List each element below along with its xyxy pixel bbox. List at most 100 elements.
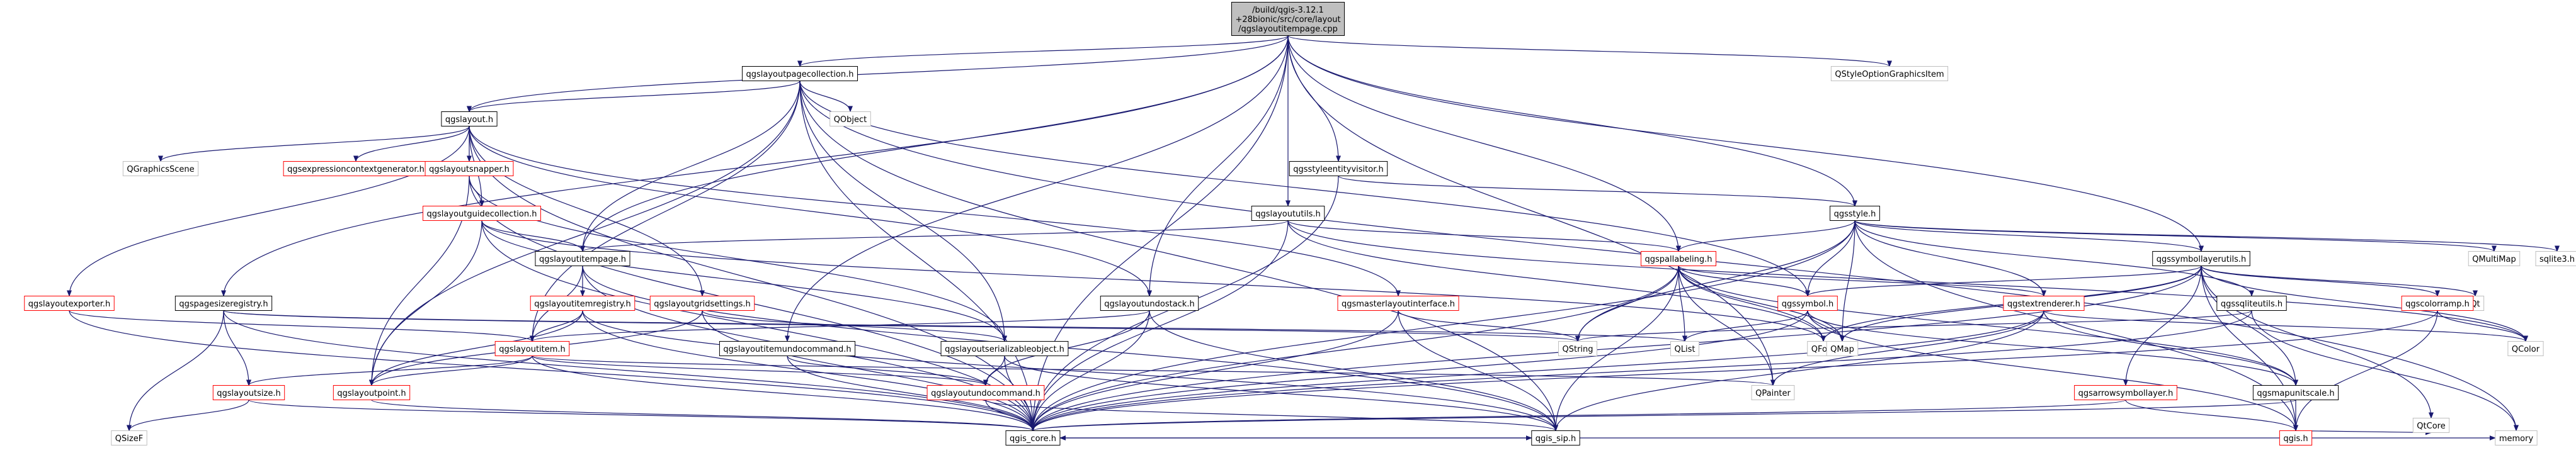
- node-layoutpoint[interactable]: qgslayoutpoint.h: [333, 385, 411, 400]
- node-label: qgis_core.h: [1010, 434, 1056, 444]
- node-label: qgslayoutpoint.h: [337, 389, 406, 398]
- edge-pagesizereg-to-qgiscore: [223, 310, 1035, 432]
- node-label: QList: [1675, 345, 1695, 354]
- edge-undostack-to-layoutitem: [530, 310, 1150, 342]
- node-qgiscore[interactable]: qgis_core.h: [1005, 430, 1061, 445]
- edge-style-to-symbol: [1805, 220, 1855, 297]
- edge-masteriface-to-qstring: [1398, 310, 1580, 342]
- node-label: qgslayoutundocommand.h: [931, 389, 1040, 398]
- node-exporter[interactable]: qgslayoutexporter.h: [24, 296, 115, 311]
- edge-textrenderer-to-qcolor: [2043, 310, 2528, 342]
- node-layout[interactable]: qgslayout.h: [441, 111, 498, 126]
- node-layoututils[interactable]: qgslayoututils.h: [1251, 206, 1325, 221]
- node-label: QGraphicsScene: [127, 165, 194, 174]
- edge-pagecoll-to-qgissip: [799, 81, 1558, 432]
- node-qgissip[interactable]: qgis_sip.h: [1531, 430, 1580, 445]
- node-qstring: QString: [1558, 341, 1598, 356]
- edge-layoututils-to-itempage: [580, 220, 1289, 252]
- node-serializable[interactable]: qgslayoutserializableobject.h: [940, 341, 1069, 356]
- node-label: memory: [2499, 434, 2534, 444]
- edge-pagecoll-to-itempage: [580, 81, 801, 252]
- node-symbollayerutils[interactable]: qgssymbollayerutils.h: [2152, 251, 2250, 266]
- node-guidecoll[interactable]: qgslayoutguidecollection.h: [423, 206, 541, 221]
- edge-pagesizereg-to-layoutsize: [223, 310, 251, 386]
- edge-colorramp-to-qgish: [2293, 310, 2438, 432]
- edge-exporter-to-layoutitem: [69, 310, 535, 342]
- node-undocommand[interactable]: qgslayoutundocommand.h: [926, 385, 1045, 400]
- edge-root-to-itempage: [580, 35, 1289, 252]
- node-root[interactable]: /build/qgis-3.12.1+28bionic/src/core/lay…: [1231, 2, 1345, 36]
- edge-pallabeling-to-textrenderer: [1678, 265, 2046, 297]
- node-mapunitscale[interactable]: qgsmapunitscale.h: [2252, 385, 2339, 400]
- node-pagecoll[interactable]: qgslayoutpagecollection.h: [741, 66, 858, 81]
- edge-layout-to-qgiscore: [469, 126, 1035, 432]
- edge-symbol-to-qgish: [1807, 310, 2298, 432]
- node-entityvis[interactable]: qgsstyleentityvisitor.h: [1289, 161, 1388, 176]
- edge-layoutitem-to-qpainter: [532, 355, 1775, 386]
- edge-symbollayerutils-to-qgiscore: [1030, 266, 2202, 432]
- node-gridsettings[interactable]: qgslayoutgridsettings.h: [649, 296, 755, 311]
- edge-serializable-to-undocommand: [983, 356, 1005, 386]
- edge-root-to-layout: [467, 35, 1289, 113]
- edge-guidecoll-to-qfont: [481, 220, 1826, 342]
- node-label: qgis.h: [2283, 434, 2308, 444]
- edge-layoutpoint-to-qgiscore: [371, 399, 1035, 432]
- node-qgish[interactable]: qgis.h: [2279, 430, 2313, 445]
- node-textrenderer[interactable]: qgstextrenderer.h: [2003, 296, 2085, 311]
- node-layoutitem[interactable]: qgslayoutitem.h: [494, 341, 570, 356]
- node-qlist: QList: [1670, 341, 1699, 356]
- edge-root-to-symbollayerutils: [1287, 35, 2204, 252]
- node-arrowsym[interactable]: qgsarrowsymbollayer.h: [2074, 385, 2177, 400]
- node-label: qgslayoutundostack.h: [1104, 300, 1194, 309]
- node-snapper[interactable]: qgslayoutsnapper.h: [425, 161, 514, 176]
- node-itemundocmd[interactable]: qgslayoutitemundocommand.h: [719, 341, 856, 356]
- node-symbol[interactable]: qgssymbol.h: [1777, 296, 1838, 311]
- edge-masteriface-to-qgissip: [1398, 310, 1558, 432]
- edge-pagecoll-to-qobject: [799, 81, 853, 113]
- node-label: QObject: [834, 115, 867, 125]
- node-exprgen[interactable]: qgsexpressioncontextgenerator.h: [283, 161, 429, 176]
- edge-pagesizereg-to-qstring: [223, 310, 1580, 342]
- node-colorramp[interactable]: qgscolorramp.h: [2401, 296, 2474, 311]
- edge-layout-to-exprgen: [353, 126, 470, 162]
- edge-style-to-sqliteutils: [1854, 220, 2254, 297]
- edge-root-to-pallabeling: [1287, 35, 1681, 252]
- node-qmap: QMap: [1826, 341, 1859, 356]
- edge-pallabeling-to-qgiscore: [1030, 266, 1679, 432]
- node-label: qgslayoutgridsettings.h: [654, 300, 751, 309]
- edge-itempage-to-qgissip: [582, 266, 1558, 432]
- edge-pallabeling-to-qstring: [1575, 266, 1679, 342]
- edge-layout-to-masteriface: [469, 126, 1401, 297]
- edge-pagecoll-to-serializable: [799, 81, 1007, 342]
- node-undostack[interactable]: qgslayoutundostack.h: [1100, 296, 1199, 311]
- node-label: qgslayoutpagecollection.h: [746, 70, 853, 79]
- node-label: qgslayoutitemregistry.h: [534, 300, 631, 309]
- node-label: qgslayoutguidecollection.h: [427, 210, 537, 219]
- node-pagesizereg[interactable]: qgspagesizeregistry.h: [174, 296, 273, 311]
- node-sqlite3: sqlite3.h: [2535, 251, 2576, 266]
- node-itemregistry[interactable]: qgslayoutitemregistry.h: [530, 296, 635, 311]
- node-label: /qgslayoutitempage.cpp: [1238, 25, 1338, 34]
- node-label: qgslayout.h: [445, 115, 493, 125]
- edge-style-to-qmap: [1840, 220, 1855, 342]
- edge-sqliteutils-to-memory: [2251, 310, 2519, 432]
- node-itempage[interactable]: qgslayoutitempage.h: [535, 251, 630, 266]
- edge-symbollayerutils-to-symbol: [1805, 265, 2202, 297]
- edge-pallabeling-to-qpainter: [1678, 266, 1775, 386]
- edge-pagecoll-to-qgiscore: [799, 81, 1035, 432]
- edge-root-to-pagecoll: [797, 35, 1289, 67]
- edge-pallabeling-to-qlist: [1678, 266, 1687, 342]
- edge-undocommand-to-qgiscore: [985, 400, 1035, 432]
- node-layoutsize[interactable]: qgslayoutsize.h: [212, 385, 285, 400]
- node-label: qgsmasterlayoutinterface.h: [1342, 300, 1455, 309]
- node-masteriface[interactable]: qgsmasterlayoutinterface.h: [1337, 296, 1459, 311]
- edge-itemundocmd-to-undocommand: [787, 356, 988, 386]
- edge-root-to-pagesizereg: [221, 35, 1289, 297]
- node-label: QPainter: [1755, 389, 1791, 398]
- node-label: QSizeF: [115, 434, 143, 444]
- node-sqliteutils[interactable]: qgssqliteutils.h: [2216, 296, 2287, 311]
- node-style[interactable]: qgsstyle.h: [1830, 206, 1880, 221]
- edge-layout-to-undostack: [469, 126, 1152, 297]
- edge-symbollayerutils-to-qcolor: [2201, 266, 2528, 342]
- node-pallabeling[interactable]: qgspallabeling.h: [1640, 251, 1717, 266]
